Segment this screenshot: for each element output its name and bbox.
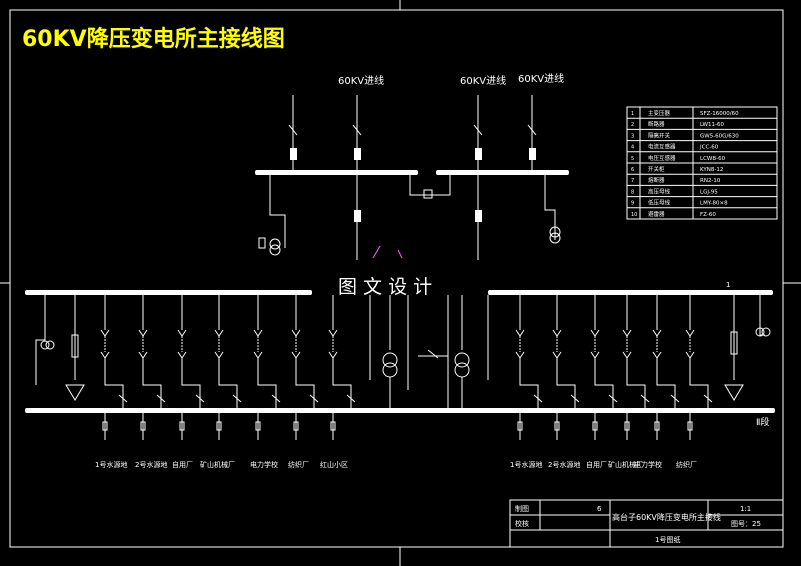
feeder-label: 红山小区 xyxy=(320,460,348,469)
device-table-cell: LW11-60 xyxy=(700,122,724,128)
title-block xyxy=(509,499,784,548)
title-block-sheet-no: 6 xyxy=(597,505,602,513)
page-title: 60KV降压变电所主接线图 xyxy=(22,26,285,52)
device-table-cell: LMY-80×8 xyxy=(700,201,728,207)
device-table-cell: 隔离开关 xyxy=(648,131,671,139)
device-table-cell: 避雷器 xyxy=(648,210,665,218)
hv-bus-1 xyxy=(255,170,418,175)
feeder-label: 1号水源地 xyxy=(510,460,542,469)
device-table-cell: 7 xyxy=(631,178,634,184)
device-table-cell: 2 xyxy=(631,122,634,128)
bus-side-label: 1 xyxy=(726,281,730,289)
watermark-text: 图 文 设 计 xyxy=(338,276,432,298)
bus-right-label: Ⅱ段 xyxy=(756,416,769,428)
feeder-label-group: 1号水源地 2号水源地 自用厂 矿山机械厂 电力学校 纺织厂 红山小区 1号水源… xyxy=(95,460,697,469)
hv-pt-branches xyxy=(258,175,561,256)
feeder-label: 自用厂 xyxy=(586,460,607,469)
feeder-label: 2号水源地 xyxy=(135,460,167,469)
incoming-ct-marks xyxy=(290,148,536,160)
feeder-label: 自用厂 xyxy=(172,460,193,469)
device-table-cell: LCWB-60 xyxy=(700,156,726,162)
feeder-label: 纺织厂 xyxy=(676,460,697,469)
device-table-cell: JCC-60 xyxy=(699,145,719,151)
title-block-scale: 1:1 xyxy=(740,505,751,513)
title-block-drawing-title: 高台子60KV降压变电所主接线 xyxy=(612,512,721,522)
device-table-cell: 1 xyxy=(631,111,634,117)
feeder-label: 纺织厂 xyxy=(288,460,309,469)
incoming-lines xyxy=(288,95,537,170)
device-table-cell: 8 xyxy=(631,189,634,195)
device-table: 1 主变压器 SFZ-16000/60 2 断路器 LW11-60 3 隔离开关 GW5-60G… xyxy=(626,106,778,220)
device-table-cell: 主变压器 xyxy=(648,109,671,117)
device-table-cell: 熔断器 xyxy=(648,176,665,184)
device-table-cell: 5 xyxy=(631,156,634,162)
device-table-cell: SFZ-16000/60 xyxy=(700,111,739,117)
bus-tie xyxy=(409,175,451,199)
feeder-label: 矿山机械厂 xyxy=(200,460,235,469)
feeder-label: 1号水源地 xyxy=(95,460,127,469)
device-table-cell: 3 xyxy=(631,133,634,139)
device-table-cell: 4 xyxy=(631,145,634,151)
feeder-branches xyxy=(35,295,771,440)
title-block-checked-label: 校核 xyxy=(515,519,529,528)
incoming-label-1: 60KV进线 xyxy=(338,74,384,87)
incoming-label-2: 60KV进线 xyxy=(460,74,506,87)
hv-bus-2 xyxy=(436,170,569,175)
feeder-label: 电力学校 xyxy=(250,460,278,469)
title-block-drawn-label: 制图 xyxy=(515,504,529,513)
incoming-label-3: 60KV进线 xyxy=(518,72,564,85)
watermark-backing xyxy=(318,268,486,302)
device-table-cell: 低压母线 xyxy=(648,199,671,207)
device-table-cell: 电流互感器 xyxy=(648,143,676,151)
device-table-cell: 断路器 xyxy=(648,120,665,128)
mv-bus-left xyxy=(25,290,312,295)
magenta-marker xyxy=(397,249,403,259)
title-block-drawing-no: 图号：25 xyxy=(731,520,761,528)
device-table-cell: FZ-60 xyxy=(700,212,716,218)
feeder-label: 2号水源地 xyxy=(548,460,580,469)
device-table-cell: 高压母线 xyxy=(648,187,671,195)
device-table-cell: 开关柜 xyxy=(648,165,665,173)
device-table-cell: LGJ-95 xyxy=(700,189,718,195)
device-table-cell: 9 xyxy=(631,201,634,207)
feeder-label: 电力学校 xyxy=(634,460,662,469)
title-block-footer: 1号图纸 xyxy=(655,535,680,544)
feeder-label: 矿山机械厂 xyxy=(608,460,643,469)
lv-bus xyxy=(25,408,775,413)
device-table-cell: 6 xyxy=(631,167,634,173)
device-table-cell: 电压互感器 xyxy=(648,154,676,162)
drawing-frame xyxy=(9,9,784,548)
mv-bus-right xyxy=(488,290,773,295)
transformer-arrow-marker xyxy=(372,245,381,259)
transformer-feeder-marks xyxy=(354,210,482,222)
device-table-cell: 10 xyxy=(631,212,637,218)
device-table-cell: KYN8-12 xyxy=(700,167,723,173)
device-table-cell: RN2-10 xyxy=(700,178,721,184)
device-table-cell: GW5-60G/630 xyxy=(700,133,739,139)
